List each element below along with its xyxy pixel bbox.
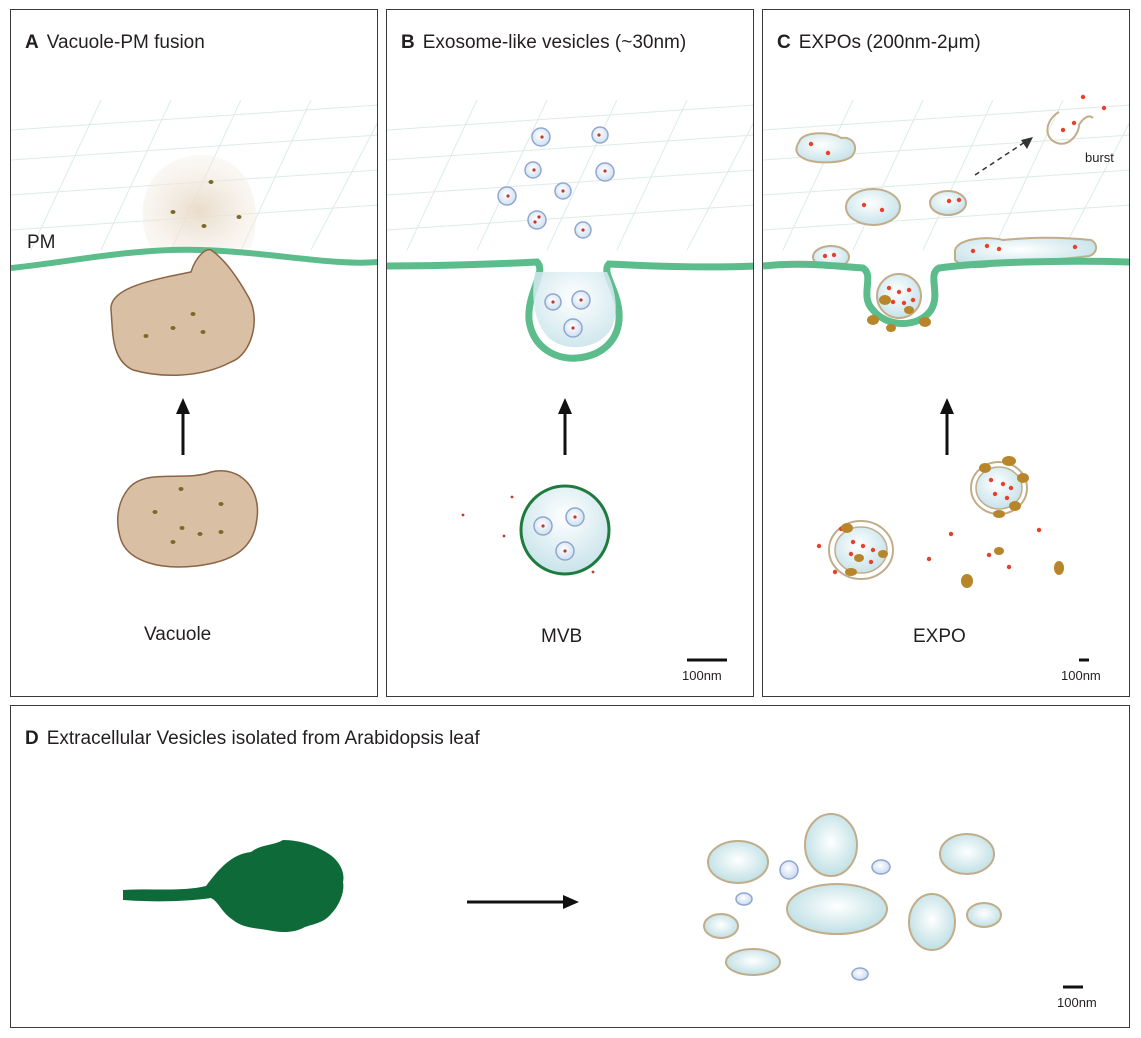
expo-coat-particles (841, 456, 1064, 588)
dashed-arrow-icon (974, 137, 1033, 176)
released-expo-cargo (808, 141, 1078, 259)
arrow-up-icon (940, 398, 954, 455)
burst-cargo (1060, 94, 1107, 133)
expo-label: EXPO (913, 626, 966, 647)
plasma-membrane (763, 257, 1129, 327)
extracellular-vesicles (703, 813, 1002, 976)
burst-vesicle (1046, 111, 1094, 145)
panel-c-title: C EXPOs (200nm-2μm) (777, 32, 981, 54)
mvb-fusion-lumen (533, 272, 616, 348)
fusing-ilv-cargo (551, 298, 583, 330)
cloud-cargo (170, 180, 242, 228)
vacuole-cargo-upper (143, 312, 206, 338)
panel-c-letter: C (777, 32, 791, 53)
expo-coat (867, 295, 931, 332)
fusing-vacuole (110, 248, 255, 376)
panel-d-title: D Extracellular Vesicles isolated from Ar… (25, 728, 480, 750)
panel-b: B Exosome-like vesicles (~30nm) MVB 100nm (386, 9, 754, 697)
pm-label: PM (27, 232, 56, 253)
panel-c-title-text: EXPOs (200nm-2μm) (798, 32, 981, 53)
expo-organelle (828, 461, 1028, 580)
burst-label: burst (1085, 150, 1114, 165)
scale-label: 100nm (1061, 668, 1101, 683)
panel-a: A Vacuole-PM fusion PM Vacuole (10, 9, 378, 697)
panel-c: C EXPOs (200nm-2μm) burst EXPO 100nm (762, 9, 1130, 697)
panel-b-letter: B (401, 32, 415, 53)
grid-plane (763, 99, 1129, 251)
fusion-cloud (142, 154, 256, 248)
released-expo-vesicles (795, 132, 1097, 269)
panel-d: D Extracellular Vesicles isolated from Ar… (10, 705, 1130, 1028)
grid-plane (387, 99, 753, 251)
vacuole-cargo-lower (152, 487, 224, 544)
arrow-up-icon (558, 398, 572, 455)
leaf-icon (123, 840, 344, 932)
panel-a-drawing (11, 99, 377, 568)
panel-d-title-text: Extracellular Vesicles isolated from Ara… (46, 728, 480, 749)
mvb (519, 484, 611, 576)
small-vesicles (735, 859, 891, 981)
panel-b-drawing (387, 99, 753, 662)
exosome-cargo (506, 133, 607, 232)
fusing-expo-cargo (886, 285, 916, 306)
expo-cargo (816, 477, 1042, 575)
plasma-membrane (11, 246, 377, 271)
mvb-cargo (461, 495, 595, 574)
panel-a-title-text: Vacuole-PM fusion (46, 32, 205, 53)
plasma-membrane (387, 258, 753, 362)
scale-label: 100nm (1057, 995, 1097, 1010)
scale-label: 100nm (682, 668, 722, 683)
panel-d-drawing (123, 813, 1083, 989)
arrow-up-icon (176, 398, 190, 455)
panel-b-title-text: Exosome-like vesicles (~30nm) (422, 32, 687, 53)
arrow-right-icon (467, 895, 579, 909)
panel-b-title: B Exosome-like vesicles (~30nm) (401, 32, 686, 54)
vacuole (116, 470, 259, 568)
panel-c-drawing (763, 94, 1129, 662)
vacuole-label: Vacuole (144, 624, 212, 645)
panel-a-title: A Vacuole-PM fusion (25, 32, 205, 54)
mvb-label: MVB (541, 626, 583, 647)
panel-d-letter: D (25, 728, 39, 749)
panel-a-letter: A (25, 32, 39, 53)
